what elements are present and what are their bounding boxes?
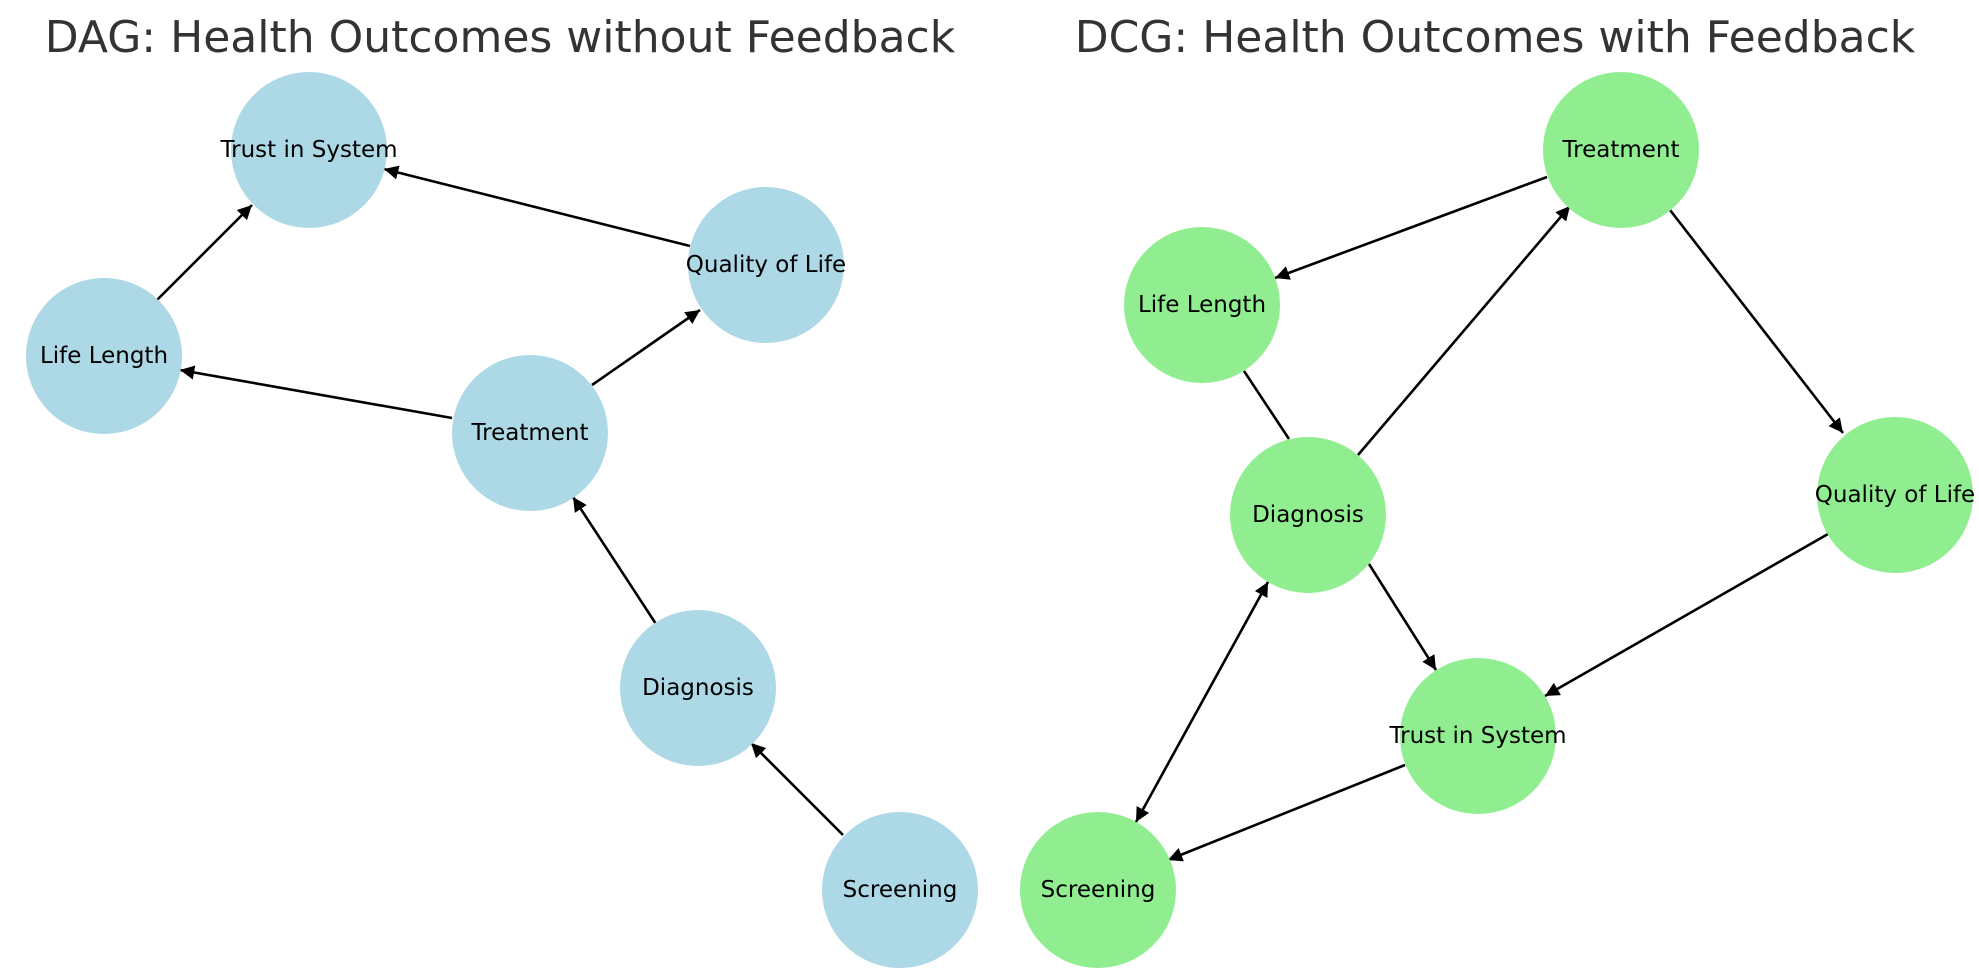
dcg-edge-life-length-to-diagnosis <box>1242 370 1291 440</box>
dag-node-label: Screening <box>843 877 958 903</box>
dcg-edges <box>1134 175 1845 862</box>
dcg-title: DCG: Health Outcomes with Feedback <box>1075 12 1916 63</box>
dag-panel: Trust in System Quality of Life Life Len… <box>26 72 978 968</box>
dag-edge-diagnosis-to-treatment <box>571 496 658 625</box>
dag-node-quality-of-life: Quality of Life <box>686 187 846 343</box>
dag-node-label: Trust in System <box>219 137 397 163</box>
dcg-panel: Treatment Life Length Diagnosis Quality … <box>1020 72 1975 968</box>
dag-edge-treatment-to-quality-of-life <box>591 308 701 387</box>
dcg-edge-screening-diagnosis-bidirectional <box>1134 581 1270 823</box>
dcg-node-treatment: Treatment <box>1543 72 1699 228</box>
dag-nodes: Trust in System Quality of Life Life Len… <box>26 72 978 968</box>
dcg-nodes: Treatment Life Length Diagnosis Quality … <box>1020 72 1975 968</box>
dcg-node-label: Life Length <box>1138 292 1266 318</box>
dcg-node-life-length: Life Length <box>1124 227 1280 383</box>
dag-node-label: Treatment <box>470 420 588 446</box>
dcg-node-label: Treatment <box>1561 137 1679 163</box>
dag-edge-screening-to-diagnosis <box>750 742 844 836</box>
dcg-edge-diagnosis-to-treatment <box>1357 205 1571 456</box>
dcg-node-trust-in-system: Trust in System <box>1388 658 1567 814</box>
dcg-edge-treatment-to-quality-of-life <box>1668 209 1845 434</box>
dcg-node-label: Quality of Life <box>1815 482 1975 508</box>
dag-edges <box>156 165 844 836</box>
dag-node-label: Diagnosis <box>642 675 754 701</box>
dcg-node-label: Diagnosis <box>1252 502 1364 528</box>
dag-title: DAG: Health Outcomes without Feedback <box>45 12 956 63</box>
dcg-node-label: Screening <box>1041 877 1156 903</box>
dcg-edge-quality-of-life-to-trust <box>1544 532 1829 698</box>
dag-node-screening: Screening <box>822 812 978 968</box>
dcg-node-screening: Screening <box>1020 812 1176 968</box>
dag-node-label: Life Length <box>40 343 168 369</box>
dcg-node-quality-of-life: Quality of Life <box>1815 417 1975 573</box>
dag-node-life-length: Life Length <box>26 278 182 434</box>
dag-node-trust-in-system: Trust in System <box>219 72 398 228</box>
dag-node-label: Quality of Life <box>686 252 846 278</box>
dcg-node-label: Trust in System <box>1388 723 1566 749</box>
dcg-edge-trust-to-screening <box>1167 763 1406 862</box>
dag-node-diagnosis: Diagnosis <box>620 610 776 766</box>
dag-edge-quality-of-life-to-trust <box>383 165 691 248</box>
dag-edge-life-length-to-trust <box>156 204 253 301</box>
dcg-edge-treatment-to-life-length <box>1274 175 1548 280</box>
dag-edge-treatment-to-life-length <box>179 365 453 420</box>
dcg-node-diagnosis: Diagnosis <box>1230 437 1386 593</box>
dcg-edge-diagnosis-to-trust <box>1367 563 1438 671</box>
dag-node-treatment: Treatment <box>452 355 608 511</box>
